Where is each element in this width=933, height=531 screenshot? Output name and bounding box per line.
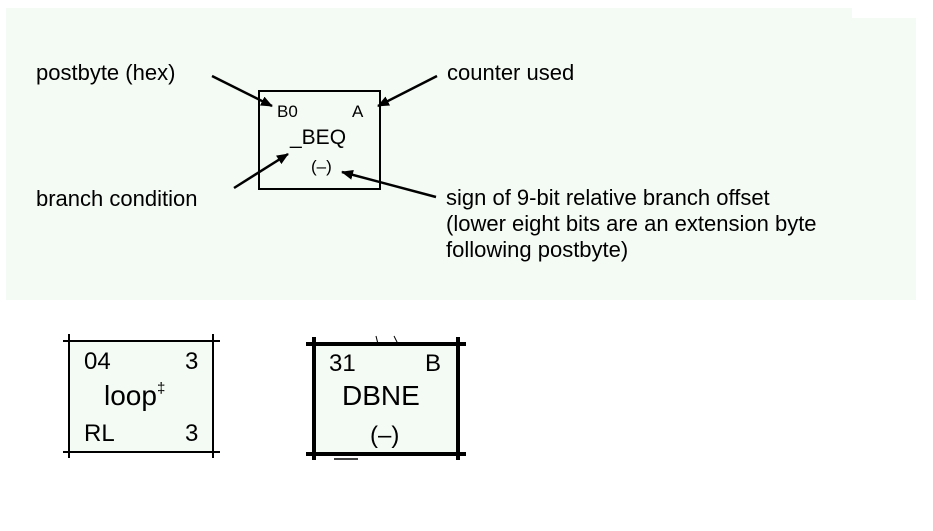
cell-dbne-sign: (–) — [370, 422, 400, 449]
cell-dbne-fill — [314, 344, 458, 454]
arrow-counter — [377, 74, 438, 108]
legend-cell-postbyte: B0 — [277, 102, 298, 121]
legend-cell-condition: _BEQ — [290, 126, 347, 149]
legend-cell-sign: (–) — [311, 157, 332, 176]
legend-example-cell: B0 A _BEQ (–) — [258, 90, 381, 190]
legend-cell-counter: A — [352, 102, 364, 121]
cell-loop-main-text: loop — [104, 380, 157, 411]
cell-dbne-main: DBNE — [342, 380, 420, 411]
cell-dbne-counter: B — [425, 350, 442, 377]
label-branch-condition: branch condition — [36, 186, 198, 211]
cell-dbne-crop-mark-right — [393, 335, 399, 345]
cell-loop-main: loop‡ — [104, 380, 165, 412]
panel-notch — [852, 0, 933, 18]
cell-loop-main-sup: ‡ — [156, 380, 166, 397]
cell-loop-bottom-left: RL — [84, 420, 115, 447]
label-sign-line2: (lower eight bits are an extension byte — [446, 211, 817, 236]
legend-panel — [6, 8, 916, 300]
cell-loop-top-right: 3 — [185, 348, 199, 375]
cell-loop-fill — [69, 340, 213, 452]
cell-loop-bottom-right: 3 — [185, 420, 199, 447]
label-postbyte: postbyte (hex) — [36, 60, 176, 85]
cell-loop-postbyte: 04 — [84, 348, 111, 375]
arrow-sign — [341, 169, 437, 199]
label-counter: counter used — [447, 60, 575, 85]
label-sign-line3: following postbyte) — [446, 237, 629, 262]
arrow-postbyte — [211, 74, 273, 108]
cell-dbne-postbyte: 31 — [329, 350, 356, 377]
arrow-branch-condition — [233, 152, 289, 190]
cell-dbne-crop-mark-left — [375, 335, 379, 345]
label-sign-line1: sign of 9-bit relative branch offset — [446, 185, 770, 210]
